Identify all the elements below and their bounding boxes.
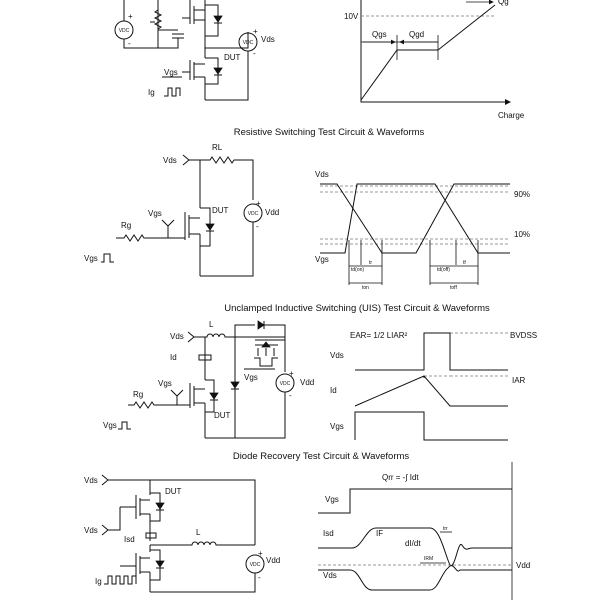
isd-sense <box>145 532 157 539</box>
diode-circuit: Vds DUT Vds Isd L VDC + Vdd - Ig <box>84 474 280 593</box>
rg-label-uis: Rg <box>133 390 143 399</box>
resistive-circuit: Vds RL VDC + Vdd - DUT Vgs Rg Vgs <box>84 143 279 277</box>
label-10pct: 10% <box>514 230 530 239</box>
ig-label-diode: Ig <box>95 577 102 586</box>
vdc-label-right: VDC <box>243 40 254 46</box>
rg-label: Rg <box>121 221 131 230</box>
svg-text:-: - <box>258 573 261 582</box>
dut-label-res: DUT <box>212 206 229 215</box>
if-label: IF <box>376 529 383 538</box>
charge-axis-label: Charge <box>498 111 525 120</box>
vgs-source-uis: Vgs <box>103 421 117 430</box>
toff-label: toff <box>450 285 457 291</box>
bvdss-label: BVDSS <box>510 331 537 340</box>
iar-label: IAR <box>512 376 526 385</box>
qrr-label: Qrr = -∫ Idt <box>382 473 419 482</box>
label-90pct: 90% <box>514 190 530 199</box>
l-label-uis: L <box>209 320 214 329</box>
tdoff-label: td(off) <box>437 267 450 273</box>
svg-text:-: - <box>253 49 256 58</box>
uis-equation: EAR= 1/2 LIAR² <box>350 331 407 340</box>
svg-text:-: - <box>256 222 259 231</box>
svg-text:+: + <box>256 199 261 208</box>
wf-vgs-label: Vgs <box>315 255 329 264</box>
vds-mid-label: Vds <box>84 526 98 535</box>
trr-label: trr <box>443 526 448 532</box>
vdd-label: Vdd <box>265 208 279 217</box>
rl-label: RL <box>212 143 223 152</box>
uis-title: Unclamped Inductive Switching (UIS) Test… <box>224 303 490 314</box>
vdd-label-diode: Vdd <box>266 556 280 565</box>
qg-label: Qg <box>498 0 509 6</box>
svg-text:+: + <box>258 549 263 558</box>
tr-label: tr <box>369 260 372 266</box>
ton-label: ton <box>362 285 369 291</box>
gate-charge-waveform: Charge Qg 10V Qgs Qgd <box>344 0 525 120</box>
dut-label: DUT <box>224 53 241 62</box>
vds-top-label: Vds <box>84 476 98 485</box>
dut-label-uis: DUT <box>214 411 231 420</box>
wf-id-uis: Id <box>330 386 337 395</box>
tdon-label: td(on) <box>351 267 364 273</box>
10v-label: 10V <box>344 12 359 21</box>
ig-label: Ig <box>148 88 155 97</box>
dut-label-diode: DUT <box>165 487 182 496</box>
tf-label: tf <box>463 260 466 266</box>
vdd-label-wf: Vdd <box>516 561 530 570</box>
wf-vgs-uis: Vgs <box>330 422 344 431</box>
wf-vds-uis: Vds <box>330 351 344 360</box>
vgs-label-res: Vgs <box>148 209 162 218</box>
qgs-label: Qgs <box>372 30 387 39</box>
wf-vds-diode: Vds <box>323 571 337 580</box>
vdd-label-uis: Vdd <box>300 378 314 387</box>
diode-title: Diode Recovery Test Circuit & Waveforms <box>233 451 410 462</box>
uis-waveform: EAR= 1/2 LIAR² Vds Id Vgs BVDSS IAR <box>330 331 537 441</box>
vds-terminal-uis: Vds <box>170 332 184 341</box>
id-label-uis: Id <box>170 353 177 362</box>
vds-terminal-label: Vds <box>163 156 177 165</box>
wf-vgs-diode: Vgs <box>325 495 339 504</box>
vgs-source-label: Vgs <box>84 254 98 263</box>
wf-isd-diode: Isd <box>323 529 334 538</box>
l-label-diode: L <box>196 528 201 537</box>
plus-sign: + <box>128 12 133 21</box>
vgs-clamp-label: Vgs <box>244 373 258 382</box>
uis-circuit: Vds L Vgs VDC + Vdd - Id DUT Vgs Rg <box>103 320 314 439</box>
wf-vds-label: Vds <box>315 170 329 179</box>
current-sense <box>198 354 212 361</box>
svg-text:+: + <box>289 369 294 378</box>
vds-label: Vds <box>261 35 275 44</box>
gate-charge-circuit: VDC + - VDC + Vds - DUT Vgs Ig <box>114 0 275 101</box>
vdc-label-uis: VDC <box>280 381 291 387</box>
minus-sign: - <box>128 39 131 48</box>
svg-text:+: + <box>253 27 258 36</box>
vdc-label-diode: VDC <box>250 562 261 568</box>
resistive-title: Resistive Switching Test Circuit & Wavef… <box>234 127 425 138</box>
isd-label: Isd <box>124 535 135 544</box>
qgd-label: Qgd <box>409 30 424 39</box>
irm-label: IRM <box>424 556 433 562</box>
vgs-label: Vgs <box>164 68 178 77</box>
didt-label: dI/dt <box>405 539 421 548</box>
resistive-waveform: Vds Vgs 90% 10% td(on) tr ton td(off) tf… <box>315 170 530 291</box>
vdc-label: VDC <box>119 28 130 34</box>
vgs-label-uis: Vgs <box>158 379 172 388</box>
svg-text:-: - <box>289 391 292 400</box>
vdc-label-res: VDC <box>248 211 259 217</box>
diode-waveform: Qrr = -∫ Idt Vgs Isd IF dI/dt trr IRM Vd… <box>318 462 530 600</box>
